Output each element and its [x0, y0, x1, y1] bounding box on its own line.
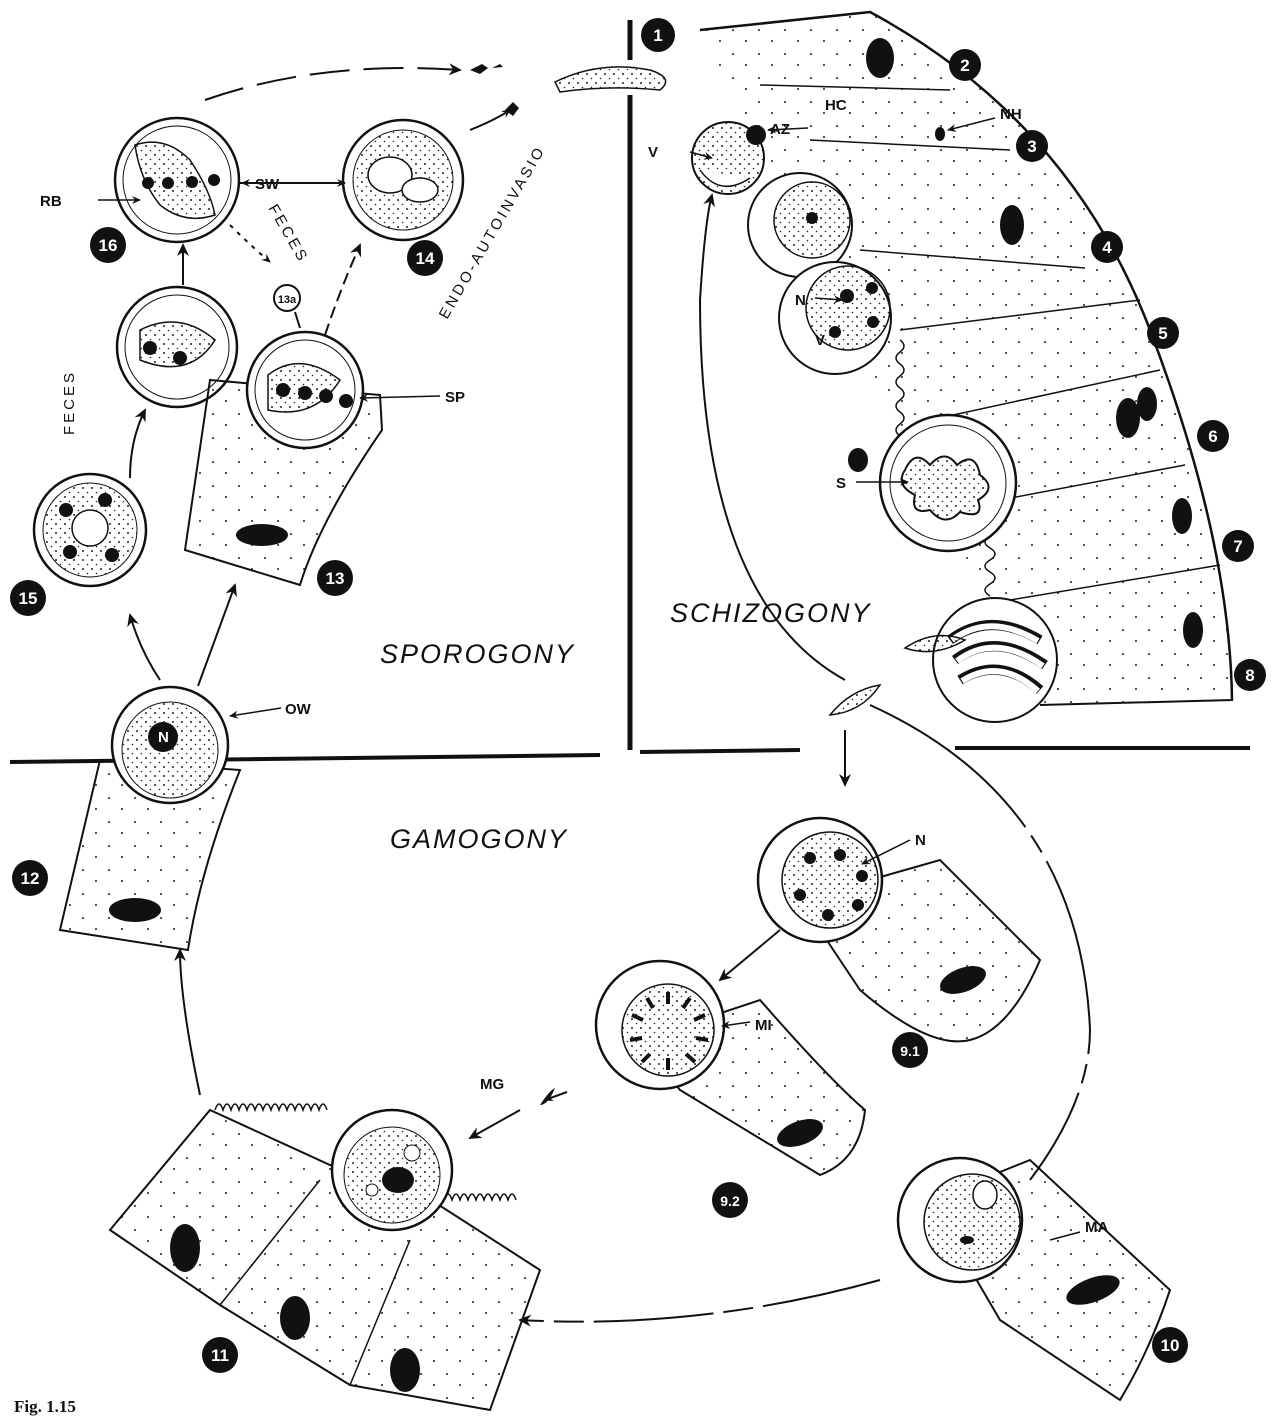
badge-12: 12 [12, 860, 48, 896]
badge-6: 6 [1197, 420, 1229, 452]
label-nh: NH [1000, 106, 1022, 123]
svg-text:10: 10 [1161, 1336, 1180, 1355]
phase-label-schizogony: SCHIZOGONY [670, 598, 872, 628]
svg-text:2: 2 [960, 56, 969, 75]
badge-3: 3 [1016, 130, 1048, 162]
svg-text:1: 1 [653, 26, 662, 45]
badge-1: 1 [641, 18, 675, 52]
feces-label-mid: FECES [265, 202, 312, 267]
label-az: AZ [770, 121, 790, 138]
badge-11: 11 [202, 1337, 238, 1373]
oocyst-stage-14 [343, 120, 463, 240]
oocyst-stage-16 [115, 118, 239, 242]
label-n-macrogamont: N [915, 832, 926, 849]
trophozoite-attachment-stage [692, 122, 766, 194]
feces-label-left: FECES [61, 370, 78, 435]
svg-text:11: 11 [211, 1346, 229, 1365]
label-v-upper: V [648, 144, 658, 161]
phase-label-sporogony: SPOROGONY [380, 639, 575, 669]
oocyst-stage-15 [34, 474, 146, 586]
badge-13a: 13a [278, 294, 297, 306]
label-sp: SP [445, 389, 465, 406]
fertilization-stage-11 [110, 1104, 540, 1410]
svg-text:15: 15 [19, 589, 38, 608]
badge-2: 2 [949, 49, 981, 81]
badge-9-1: 9.1 [892, 1032, 928, 1068]
svg-text:5: 5 [1158, 324, 1167, 343]
label-ow: OW [285, 701, 312, 718]
microgamont-stage-9-2 [596, 961, 865, 1175]
label-n-schizont: N [795, 292, 806, 309]
label-sw: SW [255, 176, 280, 193]
label-rb: RB [40, 193, 62, 210]
label-ma: MA [1085, 1219, 1108, 1236]
badge-15: 15 [10, 580, 46, 616]
schizont-stage-6 [848, 415, 1016, 551]
svg-text:13: 13 [326, 569, 345, 588]
badge-9-2: 9.2 [712, 1182, 748, 1218]
svg-text:9.2: 9.2 [720, 1193, 740, 1209]
sporozoite-stage-1 [470, 64, 666, 116]
zygote-stage-12 [60, 687, 240, 950]
svg-text:8: 8 [1245, 666, 1254, 685]
label-s: S [836, 475, 846, 492]
svg-text:3: 3 [1027, 137, 1036, 156]
badge-5: 5 [1147, 317, 1179, 349]
svg-text:7: 7 [1233, 537, 1242, 556]
svg-text:6: 6 [1208, 427, 1217, 446]
badge-16: 16 [90, 227, 126, 263]
badge-14: 14 [407, 240, 443, 276]
label-mi: MI [755, 1017, 772, 1034]
svg-text:9.1: 9.1 [900, 1043, 920, 1059]
label-hc: HC [825, 97, 847, 114]
label-mg: MG [480, 1076, 504, 1093]
svg-text:4: 4 [1102, 238, 1112, 257]
svg-text:12: 12 [21, 869, 40, 888]
microgamont-stage-9-1 [758, 818, 1040, 1041]
phase-label-gamogony: GAMOGONY [390, 824, 568, 854]
schizont-stage-5 [779, 262, 891, 374]
label-n-oocyst: N [158, 729, 169, 746]
badge-13: 13 [317, 560, 353, 596]
svg-text:16: 16 [99, 236, 118, 255]
label-v-schizont: V [815, 332, 825, 349]
badge-10: 10 [1152, 1327, 1188, 1363]
badge-8: 8 [1234, 659, 1266, 691]
macrogamont-stage-10 [898, 1158, 1170, 1400]
svg-text:14: 14 [416, 249, 435, 268]
figure-caption: Fig. 1.15 [14, 1397, 76, 1416]
badge-7: 7 [1222, 530, 1254, 562]
badge-4: 4 [1091, 231, 1123, 263]
svg-text:13a: 13a [278, 294, 297, 306]
